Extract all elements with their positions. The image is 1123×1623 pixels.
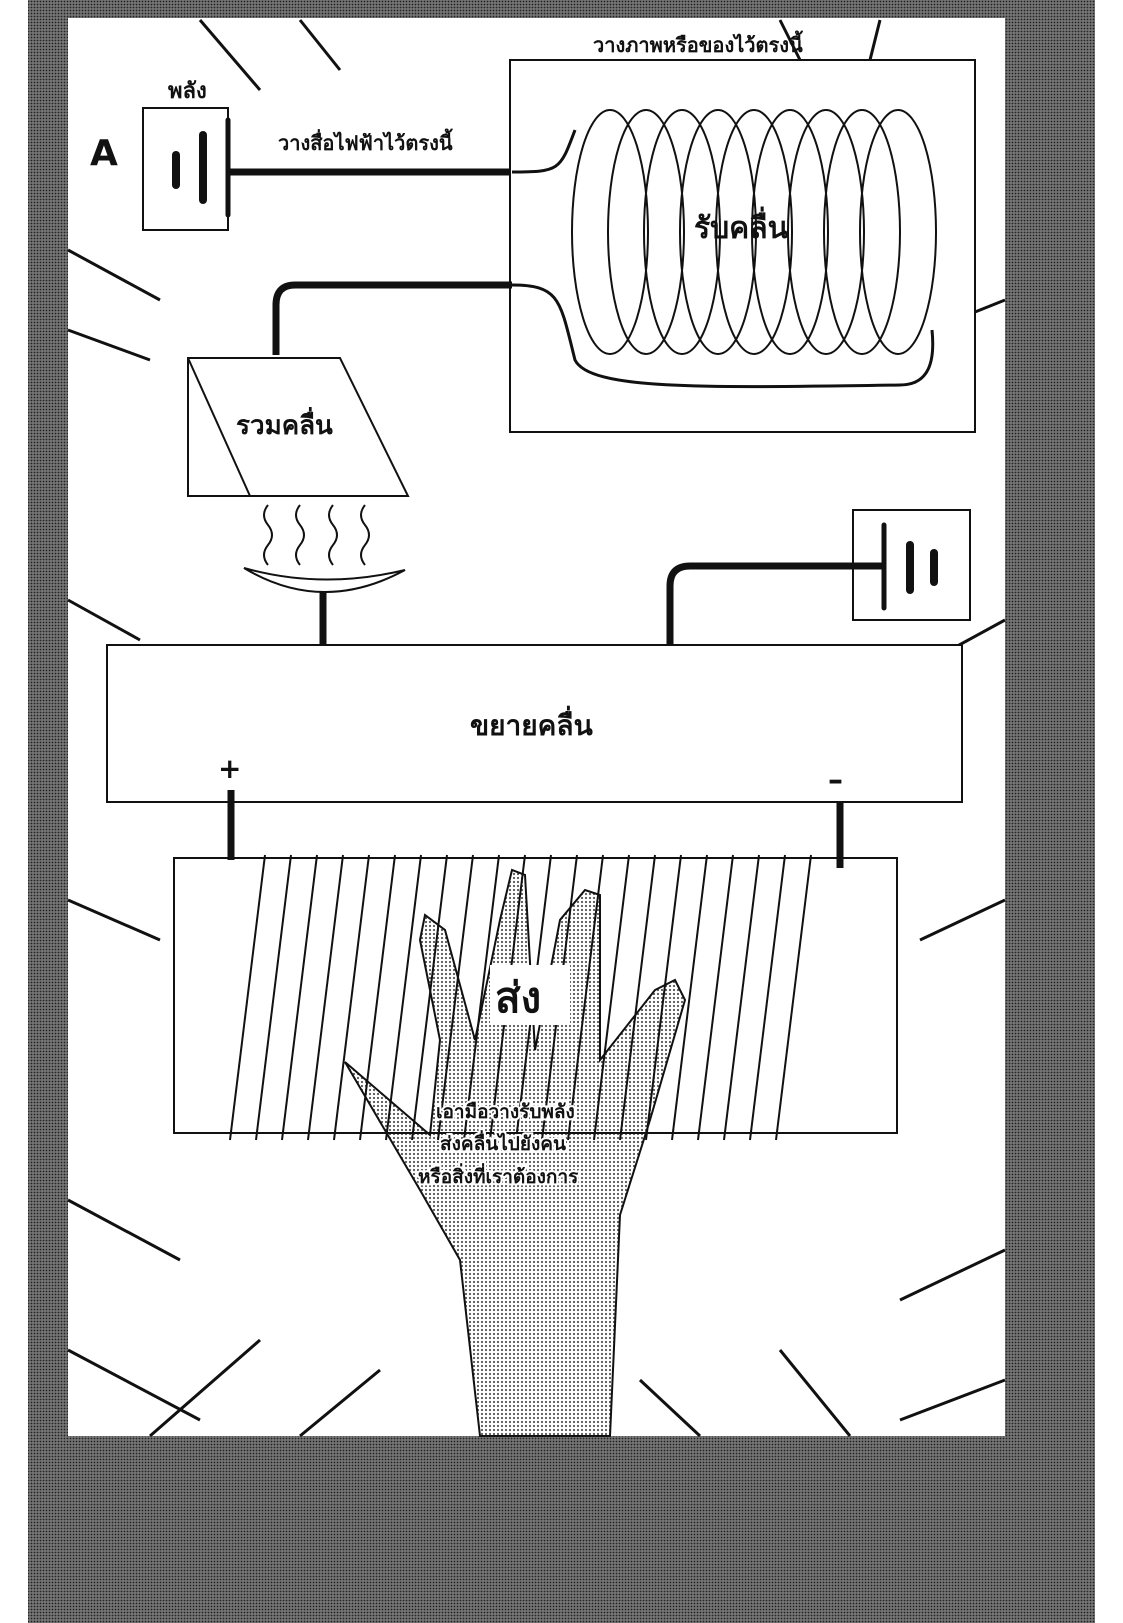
transmitter-label: ส่ง: [495, 973, 541, 1022]
coil-winding: [307, 854, 344, 1141]
coil-winding: [333, 854, 370, 1141]
instruction-text: เอามือวางรับพลัง ส่งคลื่นไปยังคน หรือสิ่…: [416, 1099, 581, 1190]
collector-label: รวมคลื่น: [236, 406, 333, 441]
wire-battery-to-amplifier: [666, 562, 884, 648]
battery-box-power: [142, 107, 229, 231]
coil-loop: [715, 109, 793, 355]
coil-winding: [723, 854, 760, 1141]
coil-winding: [463, 854, 500, 1141]
coil-winding: [281, 854, 318, 1141]
instruction-line: หรือสิ่งที่เราต้องการ: [418, 1163, 579, 1188]
panel-letter: A: [90, 133, 118, 174]
coil-winding: [411, 854, 448, 1141]
receiver-coil: [571, 109, 937, 355]
wire-label: วางสื่อไฟฟ้าไว้ตรงนี้: [278, 128, 454, 155]
battery-icon: [172, 117, 231, 218]
instruction-line: เอามือวางรับพลัง: [436, 1101, 575, 1123]
coil-winding: [619, 854, 656, 1141]
coil-winding: [697, 854, 734, 1141]
coil-winding: [385, 854, 422, 1141]
coil-loop: [787, 109, 865, 355]
coil-loop: [823, 109, 901, 355]
coil-winding: [567, 854, 604, 1141]
amplifier-label: ขยายคลื่น: [470, 705, 593, 742]
coil-loop: [751, 109, 829, 355]
minus-terminal: –: [828, 763, 843, 798]
collector-box: [187, 357, 410, 497]
wire-receiver-to-collector: [272, 281, 512, 355]
plus-terminal: +: [218, 752, 241, 785]
power-label: พลัง: [168, 79, 207, 104]
coil-winding: [359, 854, 396, 1141]
page-margin-right: [1095, 0, 1123, 1623]
coil-loop: [679, 109, 757, 355]
coil-loop: [571, 109, 649, 355]
coil-winding: [593, 854, 630, 1141]
receiver-label: รับคลื่น: [694, 206, 789, 246]
wave-icons: [263, 504, 370, 566]
transmitter-box: [173, 857, 898, 1134]
coil-winding: [229, 854, 266, 1141]
coil-winding: [671, 854, 708, 1141]
object-area-label: วางภาพหรือของไว้ตรงนี้: [593, 30, 804, 57]
coil-winding: [749, 854, 786, 1141]
coil-lead: [511, 129, 935, 389]
coil-winding: [775, 854, 812, 1141]
coil-loop: [643, 109, 721, 355]
coil-winding: [255, 854, 292, 1141]
coil-winding: [437, 854, 474, 1141]
lens-dish: [243, 567, 406, 593]
amplifier-box: [106, 644, 963, 803]
coil-loop: [859, 109, 937, 355]
instruction-line: ส่งคลื่นไปยังคน: [440, 1130, 566, 1155]
coil-winding: [645, 854, 682, 1141]
transmitter-label-bg: [490, 965, 570, 1025]
page-margin-left: [0, 0, 28, 1623]
hand-illustration: [344, 868, 687, 1437]
collector-bevel: [187, 357, 251, 497]
coil-loop: [607, 109, 685, 355]
